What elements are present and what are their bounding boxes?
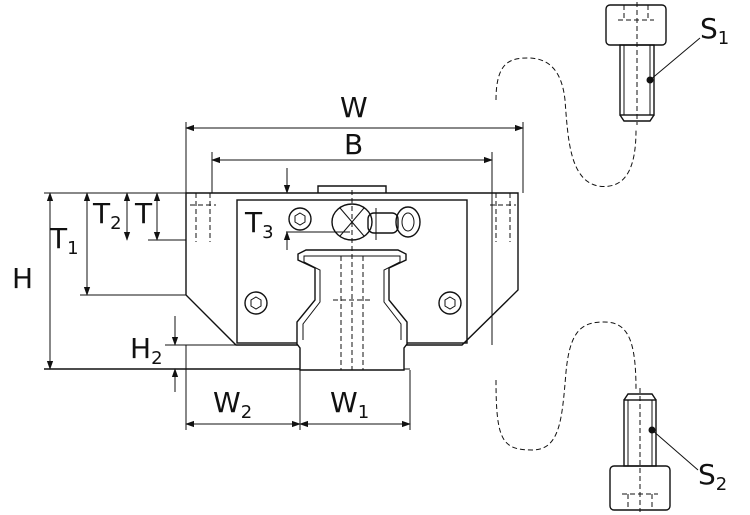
grease-nipple-icon xyxy=(331,203,421,241)
hex-screw-icon xyxy=(438,291,462,315)
label-w1: W1 xyxy=(330,386,369,423)
label-s2: S2 xyxy=(698,458,727,495)
label-s1: S1 xyxy=(700,12,729,49)
break-line-lower xyxy=(495,321,637,451)
socket-head-screw-s2 xyxy=(609,388,699,512)
hex-screw-icon xyxy=(288,207,312,231)
label-t3: T3 xyxy=(244,206,274,243)
label-b: B xyxy=(344,128,363,161)
guide-rail xyxy=(296,190,408,371)
label-h: H xyxy=(12,262,33,295)
socket-head-screw-s1 xyxy=(605,2,701,125)
label-h2: H2 xyxy=(130,332,163,369)
break-line-upper xyxy=(495,57,637,187)
label-w: W xyxy=(340,91,368,124)
label-t1: T1 xyxy=(49,222,79,259)
dimension-lines xyxy=(46,124,524,428)
label-w2: W2 xyxy=(213,386,252,423)
label-t: T xyxy=(134,197,153,230)
extension-lines xyxy=(44,122,524,430)
label-t2: T2 xyxy=(92,197,122,234)
hex-screw-icon xyxy=(244,291,268,315)
